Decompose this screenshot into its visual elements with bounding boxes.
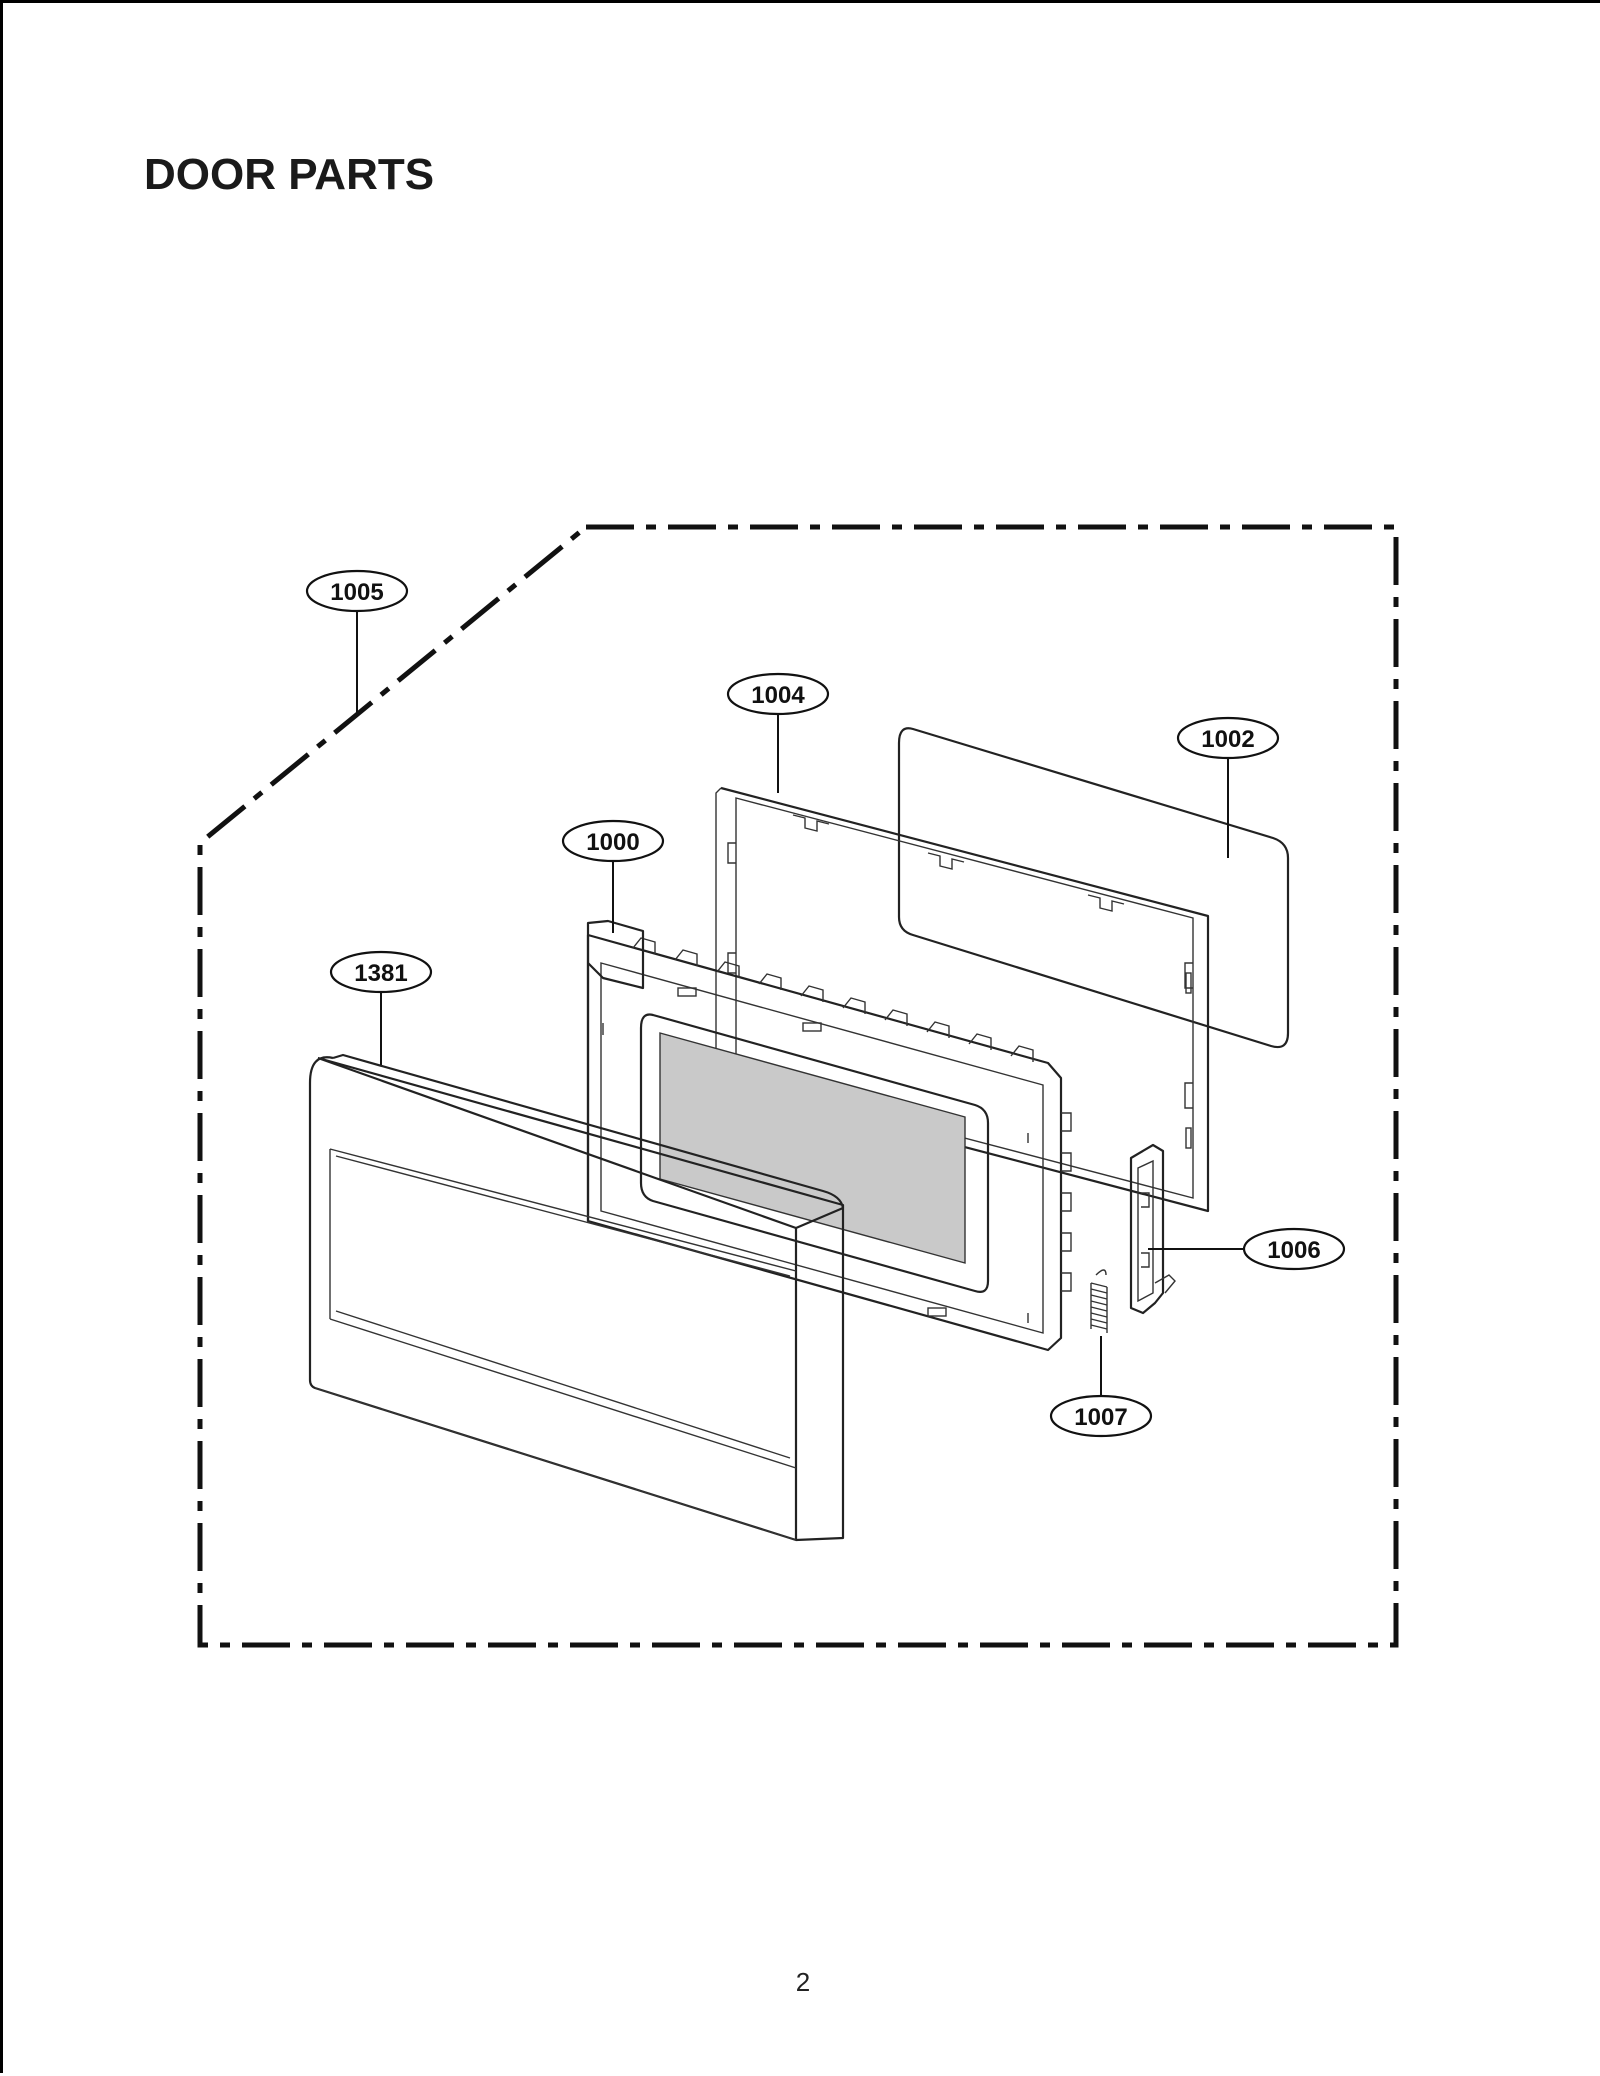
callout-1000: 1000 bbox=[561, 819, 665, 863]
assembly-boundary bbox=[197, 524, 1399, 1648]
callout-1002: 1002 bbox=[1176, 716, 1280, 760]
callout-label-1381: 1381 bbox=[354, 960, 407, 987]
door-parts-diagram: 1005 1004 1002 1000 1381 1006 1007 bbox=[197, 524, 1399, 1648]
page-title: DOOR PARTS bbox=[144, 150, 435, 199]
door-frame-part bbox=[586, 919, 1072, 1352]
page-number: 2 bbox=[795, 1967, 811, 1997]
callout-label-1005: 1005 bbox=[330, 579, 383, 606]
callout-1381: 1381 bbox=[329, 950, 433, 994]
callout-label-1007: 1007 bbox=[1074, 1404, 1127, 1431]
door-front-panel-part bbox=[308, 1053, 845, 1542]
callout-1006: 1006 bbox=[1242, 1227, 1346, 1271]
callout-1007: 1007 bbox=[1049, 1394, 1153, 1438]
callout-1004: 1004 bbox=[726, 672, 830, 716]
latch-key-part bbox=[1129, 1143, 1176, 1315]
callout-1005: 1005 bbox=[305, 569, 409, 613]
callout-label-1002: 1002 bbox=[1201, 726, 1254, 753]
leader-lines bbox=[356, 609, 1243, 1395]
latch-spring-part bbox=[1090, 1269, 1108, 1333]
callout-label-1004: 1004 bbox=[751, 682, 805, 709]
callout-label-1006: 1006 bbox=[1267, 1237, 1320, 1264]
door-glass-part bbox=[897, 727, 1290, 1049]
callout-label-1000: 1000 bbox=[586, 829, 639, 856]
